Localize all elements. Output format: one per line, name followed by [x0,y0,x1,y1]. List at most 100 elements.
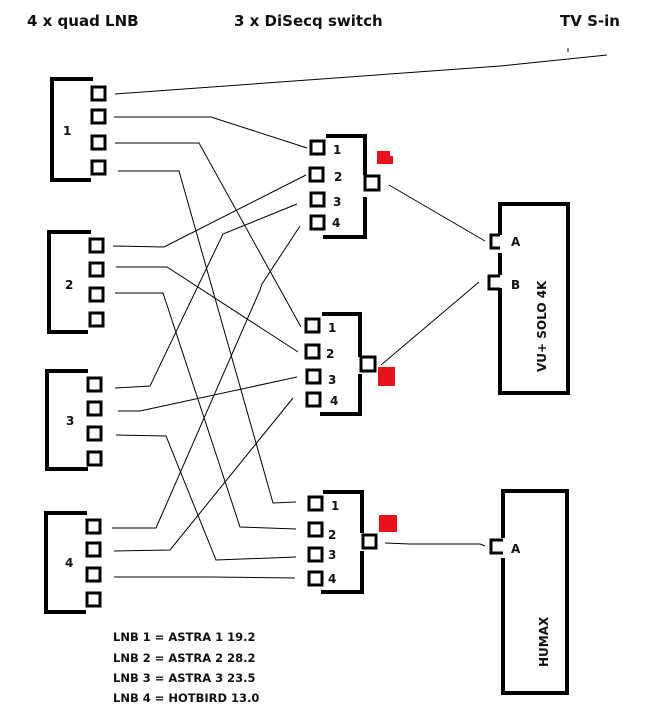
wire-lnb2-sw1 [112,174,307,248]
wire-lnb3-sw2 [118,376,298,412]
lnb-1-port-4[interactable] [90,159,107,176]
switch-1-out[interactable] [363,174,381,192]
wire-lnb4-sw1 [112,225,301,529]
switch-2-port-label-2: 2 [326,347,334,361]
switch-3-in-4[interactable] [307,570,324,587]
wire-lnb1-sw3 [118,170,297,504]
switch-1: 1 2 3 4 [308,134,393,239]
switch-3-port-label-3: 3 [328,548,336,562]
vu-name: VU+ SOLO 4K [535,280,549,372]
receiver-vu-solo-4k: A B VU+ SOLO 4K [487,202,570,395]
lnb-legend: LNB 1 = ASTRA 1 19.2 LNB 2 = ASTRA 2 28.… [113,630,259,705]
lnb-4-label: 4 [65,556,73,570]
switch-1-indicator [377,151,390,164]
lnb-1-port-3[interactable] [90,134,107,151]
receiver-humax: A HUMAX [489,489,569,695]
lnb-3-port-4[interactable] [86,450,103,467]
switch-1-port-label-1: 1 [333,143,341,157]
switch-3-port-label-2: 2 [328,528,336,542]
switch-1-body [326,134,367,175]
wire-lnb4-sw3 [114,576,296,579]
header-switch: 3 x DiSecq switch [234,12,383,30]
lnb-3-label: 3 [66,414,74,428]
switch-2-indicator [378,367,395,386]
switch-3-body-lower [321,551,364,594]
switch-1-port-label-2: 2 [334,170,342,184]
lnb-1-body [50,77,93,182]
switch-3-in-1[interactable] [307,495,324,512]
switch-3: 1 2 3 4 [307,490,397,594]
lnb-3-port-1[interactable] [86,376,103,393]
lnb-2-port-2[interactable] [88,261,105,278]
wire-lnb4-sw2 [113,397,294,552]
vu-input-a[interactable] [489,233,500,250]
wire-sw1-vu-a [388,184,486,242]
wire-sw3-humax-a [384,542,486,547]
vu-input-b[interactable] [487,274,500,291]
lnb-1-port-1[interactable] [90,85,107,102]
wire-lnb2-sw3 [115,292,297,530]
wire-lnb3-sw1 [114,203,298,389]
wire-lnb1-sw2 [115,142,302,328]
humax-name: HUMAX [537,616,551,667]
lnb-2: 2 [47,230,105,334]
lnb-2-port-4[interactable] [88,311,105,328]
switch-3-out[interactable] [361,533,378,550]
switch-1-port-label-3: 3 [333,195,341,209]
lnb-4-port-3[interactable] [85,566,102,583]
switch-3-port-label-4: 4 [328,572,336,586]
switch-1-in-1[interactable] [309,139,326,156]
legend-item-2: LNB 2 = ASTRA 2 28.2 [113,651,256,665]
humax-body [501,489,569,695]
lnb-4-port-1[interactable] [85,518,102,535]
lnb-2-port-3[interactable] [88,286,105,303]
lnb-3-port-3[interactable] [86,425,103,442]
switch-3-body [323,490,364,533]
switch-2-in-4[interactable] [305,391,322,408]
switch-1-in-2[interactable] [308,166,325,183]
header-lnb: 4 x quad LNB [27,12,139,30]
lnb-1-label: 1 [63,124,71,138]
switch-2: 1 2 3 4 [304,312,395,416]
switch-2-in-1[interactable] [304,317,321,334]
switch-2-in-2[interactable] [304,343,321,360]
lnb-4: 4 [44,511,102,614]
switch-3-indicator [379,515,397,532]
switch-2-port-label-3: 3 [328,373,336,387]
wires [112,48,608,579]
switch-1-body-lower [323,197,367,239]
wire-lnb1-sw1 [114,116,308,149]
lnb-4-body [44,511,87,614]
switch-2-in-3[interactable] [305,368,322,385]
vu-body-top [498,202,570,395]
lnb-2-port-1[interactable] [88,237,105,254]
switch-1-port-label-4: 4 [332,216,340,230]
switch-3-in-3[interactable] [307,546,324,563]
lnb-3-body [45,369,88,471]
switch-2-body-lower [320,374,362,416]
lnb-4-port-4[interactable] [85,591,102,608]
switch-2-out[interactable] [359,355,377,373]
legend-item-3: LNB 3 = ASTRA 3 23.5 [113,671,256,685]
vu-input-b-label: B [511,278,520,292]
humax-input-a[interactable] [489,538,503,555]
switch-1-in-3[interactable] [309,191,326,208]
wire-sw2-vu-b [380,281,480,366]
switch-3-in-2[interactable] [307,521,324,538]
switch-2-port-label-1: 1 [328,321,336,335]
switch-2-port-label-4: 4 [330,394,338,408]
lnb-3: 3 [45,369,103,471]
lnb-1: 1 [50,77,107,182]
lnb-2-body [47,230,91,334]
switch-2-body [322,312,362,357]
lnb-3-port-2[interactable] [86,400,103,417]
wire-lnb2-sw2 [116,266,299,353]
switch-1-in-4[interactable] [309,214,326,231]
switch-3-port-label-1: 1 [331,499,339,513]
header-tv: TV S-in [560,12,620,30]
lnb-2-label: 2 [65,278,73,292]
lnb-4-port-2[interactable] [85,541,102,558]
wire-lnb1-tv [114,54,608,95]
lnb-1-port-2[interactable] [90,108,107,125]
